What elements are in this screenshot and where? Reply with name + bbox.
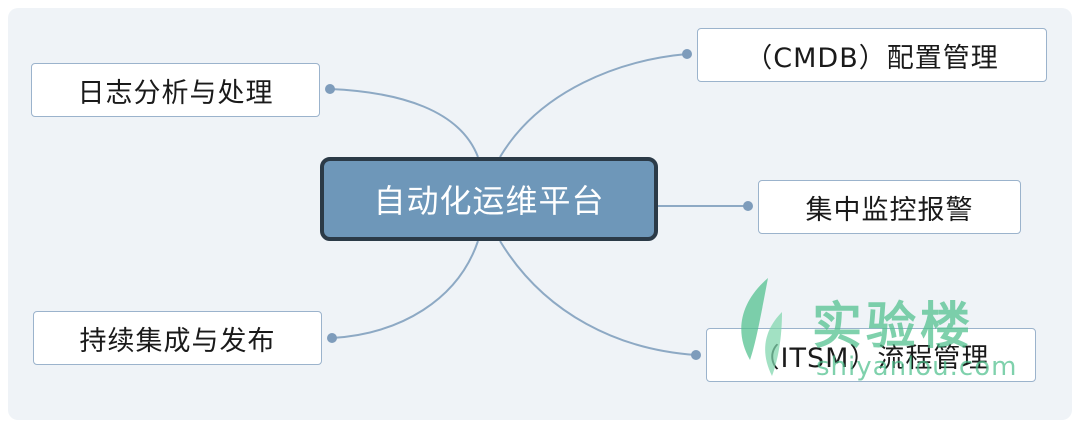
central-node[interactable]: 自动化运维平台 [320, 157, 658, 241]
central-node-label: 自动化运维平台 [373, 182, 605, 220]
node-cmdb[interactable]: （CMDB）配置管理 [697, 28, 1047, 82]
node-itsm[interactable]: （ITSM）流程管理 [706, 328, 1036, 382]
link-log [329, 88, 479, 158]
link-ci [331, 240, 479, 339]
link-cmdb [499, 53, 688, 158]
node-monitoring-alert[interactable]: 集中监控报警 [758, 180, 1021, 234]
node-log-analysis[interactable]: 日志分析与处理 [31, 63, 320, 117]
node-label: 日志分析与处理 [77, 77, 274, 109]
node-label: 集中监控报警 [805, 194, 974, 226]
node-label: 持续集成与发布 [79, 325, 276, 357]
link-monitor-endpoint [743, 201, 753, 211]
link-itsm-endpoint [691, 350, 701, 360]
link-ci-endpoint [327, 333, 337, 343]
link-cmdb-endpoint [682, 49, 692, 59]
link-itsm [499, 240, 697, 356]
node-label: （CMDB）配置管理 [745, 42, 999, 74]
node-label: （ITSM）流程管理 [752, 342, 990, 374]
node-continuous-integration[interactable]: 持续集成与发布 [33, 311, 322, 365]
link-log-endpoint [325, 84, 335, 94]
